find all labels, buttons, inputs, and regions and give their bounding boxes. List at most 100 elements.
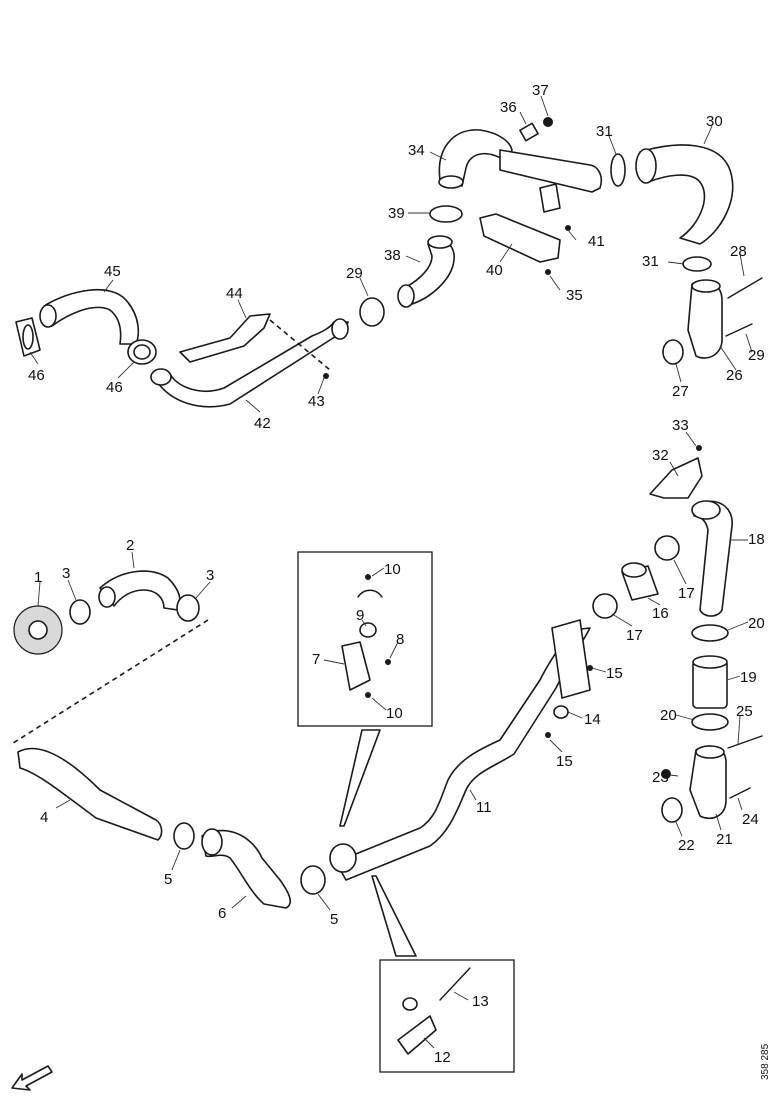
- part-17-clamp-a: [654, 535, 680, 561]
- reference-code: 358 285: [760, 1043, 771, 1080]
- part-27-oring: [662, 339, 684, 365]
- part-38-elbow: [397, 235, 455, 308]
- callout-27: 27: [672, 383, 689, 400]
- part-6-hose: [201, 828, 292, 909]
- callout-45: 45: [104, 263, 121, 280]
- callout-10a: 10: [384, 561, 401, 578]
- part-46-gasket-right: [127, 339, 157, 365]
- callout-29b: 29: [748, 347, 765, 364]
- part-46-gasket-left: [15, 317, 41, 357]
- part-32-bracket: [649, 457, 703, 499]
- callout-13: 13: [472, 993, 489, 1010]
- part-17-clamp-b: [592, 593, 618, 619]
- callout-40: 40: [486, 262, 503, 279]
- part-22-oring: [661, 797, 683, 823]
- callout-18: 18: [748, 531, 765, 548]
- part-1-gear: [13, 605, 63, 655]
- callout-46b: 46: [106, 379, 123, 396]
- callout-17a: 17: [678, 585, 695, 602]
- callout-33: 33: [672, 417, 689, 434]
- callout-15b: 15: [556, 753, 573, 770]
- callout-16: 16: [652, 605, 669, 622]
- callout-29a: 29: [346, 265, 363, 282]
- callout-4: 4: [40, 809, 48, 826]
- part-36-37-fitting: [519, 117, 553, 142]
- part-16-sleeve: [621, 562, 659, 601]
- callout-11: 11: [476, 799, 492, 816]
- part-3-clamp-left: [69, 599, 91, 625]
- front-direction-arrow-icon: [11, 1065, 53, 1091]
- leader-lines: [29, 95, 753, 1049]
- part-11-flange: [329, 843, 357, 873]
- callout-43: 43: [308, 393, 325, 410]
- callout-32: 32: [652, 447, 669, 464]
- part-34-hose: [438, 129, 513, 189]
- callout-14: 14: [584, 711, 601, 728]
- callout-25: 25: [736, 703, 753, 720]
- part-3-clamp-right: [176, 594, 200, 622]
- callout-3b: 3: [206, 567, 214, 584]
- callout-42: 42: [254, 415, 271, 432]
- part-14-15-bracket: [551, 619, 591, 699]
- callout-8: 8: [396, 631, 404, 648]
- callout-31: 31: [596, 123, 613, 140]
- callout-20a: 20: [748, 615, 765, 632]
- callout-41: 41: [588, 233, 605, 250]
- callout-5a: 5: [164, 871, 172, 888]
- part-19-sleeve: [692, 655, 728, 709]
- part-39-clamp: [429, 205, 463, 223]
- part-26-housing: [687, 279, 723, 359]
- callout-26: 26: [726, 367, 743, 384]
- callout-6: 6: [218, 905, 226, 922]
- callout-17b: 17: [626, 627, 643, 644]
- part-34-pipe: [499, 149, 603, 213]
- callout-21: 21: [716, 831, 733, 848]
- detail-box-upper: [297, 551, 433, 727]
- part-31-clamp-lower: [682, 256, 712, 272]
- detail-upper-parts: [341, 574, 391, 698]
- part-44-bracket: [179, 313, 271, 363]
- callout-22: 22: [678, 837, 695, 854]
- callout-38: 38: [384, 247, 401, 264]
- callout-31b: 31: [642, 253, 659, 270]
- callout-9: 9: [356, 607, 364, 624]
- part-42-pipe: [150, 318, 349, 408]
- callout-30: 30: [706, 113, 723, 130]
- part-5-clamp-a: [173, 822, 195, 850]
- part-21-housing: [689, 745, 727, 820]
- detail-pointer-upper: [339, 729, 381, 827]
- callout-46a: 46: [28, 367, 45, 384]
- part-31-clamp-upper: [610, 153, 626, 187]
- callout-36: 36: [500, 99, 517, 116]
- part-20-clamp-lower: [691, 713, 729, 731]
- callout-3a: 3: [62, 565, 70, 582]
- part-5-clamp-b: [300, 865, 326, 895]
- callout-23: 23: [652, 769, 669, 786]
- part-29-clamp: [359, 297, 385, 327]
- callout-labels: 37 36 31 30 34 39 41 38 31 28 40 35 29 4…: [28, 82, 765, 1066]
- callout-5b: 5: [330, 911, 338, 928]
- detail-box-lower: [379, 959, 515, 1073]
- callout-12: 12: [434, 1049, 451, 1066]
- part-2-hose: [98, 570, 181, 611]
- part-20-clamp-upper: [691, 624, 729, 642]
- detail-pointer-lower: [371, 875, 417, 957]
- callout-2: 2: [126, 537, 134, 554]
- callout-15a: 15: [606, 665, 623, 682]
- callout-1: 1: [34, 569, 42, 586]
- callout-28: 28: [730, 243, 747, 260]
- part-18-hose: [691, 500, 733, 617]
- callout-37: 37: [532, 82, 549, 99]
- part-45-hose: [39, 288, 140, 345]
- detail-lower-parts: [397, 967, 471, 1055]
- callout-35: 35: [566, 287, 583, 304]
- callout-20b: 20: [660, 707, 677, 724]
- part-30-hose: [635, 144, 734, 245]
- callout-34: 34: [408, 142, 425, 159]
- callout-10b: 10: [386, 705, 403, 722]
- callout-39: 39: [388, 205, 405, 222]
- part-4-pipe: [17, 747, 163, 841]
- part-40-bracket: [479, 213, 561, 263]
- callout-7: 7: [312, 651, 320, 668]
